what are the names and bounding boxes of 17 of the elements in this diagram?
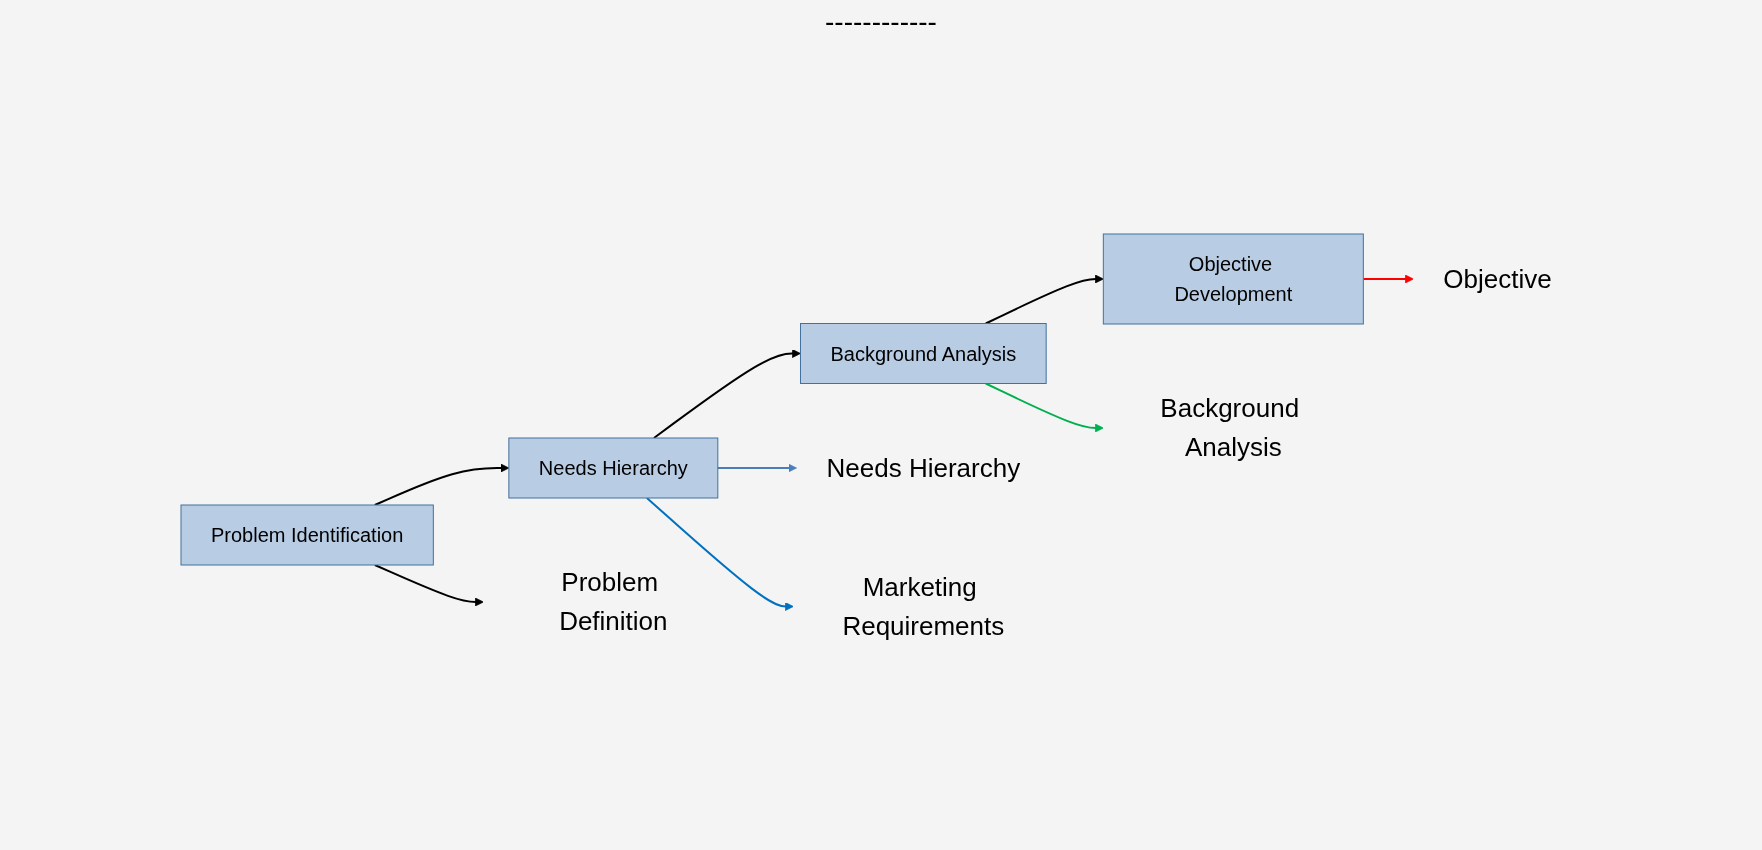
arrow: [984, 382, 1104, 433]
node-box: Needs Hierarchy: [508, 437, 718, 499]
arrow: [984, 274, 1104, 325]
node-text: Problem Definition: [558, 566, 668, 636]
node-box: Background Analysis: [799, 322, 1047, 384]
node-box: Objective Development: [1102, 233, 1364, 325]
arrow: [645, 496, 794, 611]
arrow: [716, 463, 797, 473]
divider-text: ------------: [825, 6, 937, 38]
arrow: [1361, 274, 1414, 284]
arrow: [652, 348, 801, 439]
node-text: Objective: [1442, 263, 1552, 294]
node-box: Problem Identification: [180, 504, 434, 566]
node-text: Background Analysis: [1159, 392, 1299, 462]
arrow: [373, 563, 484, 607]
node-text: Marketing Requirements: [842, 571, 1004, 641]
node-text: Needs Hierarchy: [826, 452, 1020, 483]
